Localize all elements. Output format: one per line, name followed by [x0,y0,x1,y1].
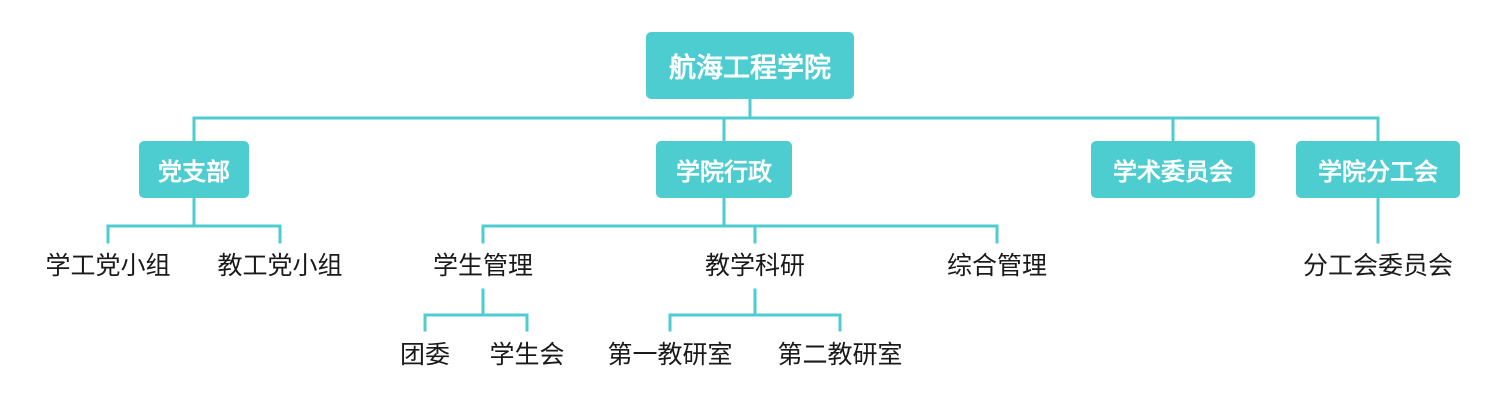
node-faculty-party-group: 教工党小组 [217,251,343,280]
node-student-work-party-group: 学工党小组 [45,251,171,280]
node-second-teaching-office: 第二教研室 [777,340,903,369]
node-general-management: 综合管理 [946,251,1048,280]
root-node: 航海工程学院 [646,32,854,99]
node-academic-committee: 学术委员会 [1091,141,1255,198]
node-first-teaching-office: 第一教研室 [607,340,733,369]
node-college-admin: 学院行政 [656,141,792,198]
node-student-management: 学生管理 [432,251,534,280]
node-college-union: 学院分工会 [1296,141,1460,198]
node-union-committee: 分工会委员会 [1302,251,1454,280]
node-teaching-research: 教学科研 [704,251,806,280]
node-youth-league: 团委 [399,340,451,369]
node-party-branch: 党支部 [139,141,249,198]
node-student-union: 学生会 [489,340,565,369]
